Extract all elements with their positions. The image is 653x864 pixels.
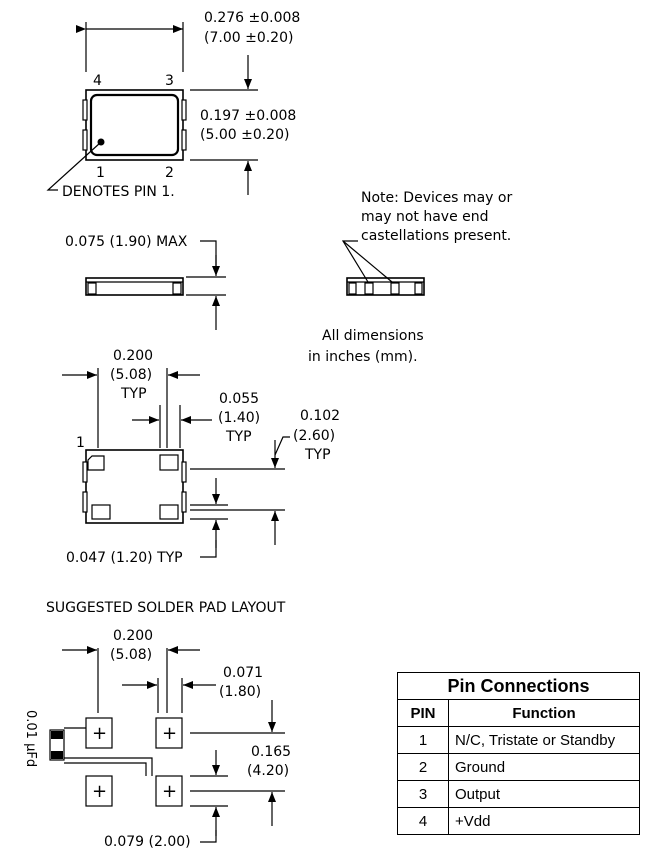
pin-cell: 1: [397, 726, 449, 754]
note-line1: Note: Devices may or: [361, 190, 512, 206]
function-cell: N/C, Tristate or Standby: [448, 726, 640, 754]
pin1-note: DENOTES PIN 1.: [62, 184, 175, 200]
pad-w-typ-label: TYP: [225, 429, 252, 445]
table-row: 4 +Vdd: [397, 807, 640, 835]
pad-h-label: 0.047 (1.20) TYP: [66, 550, 183, 566]
dims-note-line1: All dimensions: [322, 328, 424, 344]
pad-marker: +: [92, 781, 107, 802]
bottom-pad-2: [159, 454, 179, 471]
cap-label: 0.01 µFd: [23, 710, 38, 767]
pin-4-label: 4: [93, 73, 102, 89]
pin-2-label: 2: [165, 165, 174, 181]
pad-pitch-v-typ-label: TYP: [304, 447, 331, 463]
package-outline: [85, 89, 184, 161]
solder-pitch-in: 0.200: [113, 628, 153, 644]
note-line2: may not have end: [361, 209, 489, 225]
pad-pitch-v-in-label: 0.102: [300, 408, 340, 424]
height-mm-label: (5.00 ±0.20): [200, 127, 289, 143]
pin-1-label: 1: [96, 165, 105, 181]
pitch-typ-label: TYP: [120, 386, 147, 402]
solder-pad-h: 0.079 (2.00): [104, 834, 191, 850]
side-body-alt: [346, 277, 425, 296]
table-row: 3 Output: [397, 780, 640, 808]
note-line3: castellations present.: [361, 228, 511, 244]
solder-pad-4: [85, 717, 113, 749]
pitch-in-label: 0.200: [113, 348, 153, 364]
width-in-label: 0.276 ±0.008: [204, 10, 300, 26]
solder-pad-1: [85, 775, 113, 807]
pad-marker: +: [92, 723, 107, 744]
side-view: 0.075 (1.90) MAX Note: Devices may or ma…: [65, 190, 512, 330]
solder-pitch-v-mm: (4.20): [247, 763, 289, 779]
table-row: 2 Ground: [397, 753, 640, 781]
solder-layout: SUGGESTED SOLDER PAD LAYOUT 0.200 (5.08)…: [23, 600, 291, 850]
table-row: 1 N/C, Tristate or Standby: [397, 726, 640, 754]
solder-pitch-v-in: 0.165: [251, 744, 291, 760]
pad-w-mm-label: (1.40): [218, 410, 260, 426]
pitch-mm-label: (5.08): [110, 367, 152, 383]
bottom-pad-3: [91, 504, 111, 520]
pin-1-bottom: 1: [76, 435, 85, 451]
pin-cell: 4: [397, 807, 449, 835]
bottom-view: 0.200 (5.08) TYP 0.055 (1.40) TYP 1 0.10…: [62, 348, 340, 566]
bottom-pad-1: [87, 455, 105, 471]
width-mm-label: (7.00 ±0.20): [204, 30, 293, 46]
solder-title: SUGGESTED SOLDER PAD LAYOUT: [46, 600, 286, 616]
pin-cell: 2: [397, 753, 449, 781]
side-body: [85, 277, 184, 296]
bottom-pad-4: [159, 504, 179, 520]
solder-pad-w-in: 0.071: [223, 665, 263, 681]
max-height-label: 0.075 (1.90) MAX: [65, 234, 188, 250]
solder-pad-2: [155, 775, 183, 807]
package-lid: [89, 93, 180, 157]
solder-pad-3: [155, 717, 183, 749]
pin-table-title: Pin Connections: [397, 672, 640, 700]
col-pin-header: PIN: [397, 699, 449, 727]
top-view: 0.276 ±0.008 (7.00 ±0.20) 4 3 1 2 0.197 …: [46, 10, 300, 200]
pad-w-in-label: 0.055: [219, 391, 259, 407]
solder-pad-w-mm: (1.80): [219, 684, 261, 700]
pin-3-label: 3: [165, 73, 174, 89]
function-cell: Ground: [448, 753, 640, 781]
pad-marker: +: [162, 781, 177, 802]
col-function-header: Function: [448, 699, 640, 727]
pad-marker: +: [162, 723, 177, 744]
height-in-label: 0.197 ±0.008: [200, 108, 296, 124]
pin-connections-table: Pin Connections PIN Function 1 N/C, Tris…: [397, 672, 640, 835]
function-cell: +Vdd: [448, 807, 640, 835]
dims-note-line2: in inches (mm).: [308, 349, 418, 365]
pin-cell: 3: [397, 780, 449, 808]
pad-pitch-v-mm-label: (2.60): [293, 428, 335, 444]
function-cell: Output: [448, 780, 640, 808]
solder-pitch-mm: (5.08): [110, 647, 152, 663]
